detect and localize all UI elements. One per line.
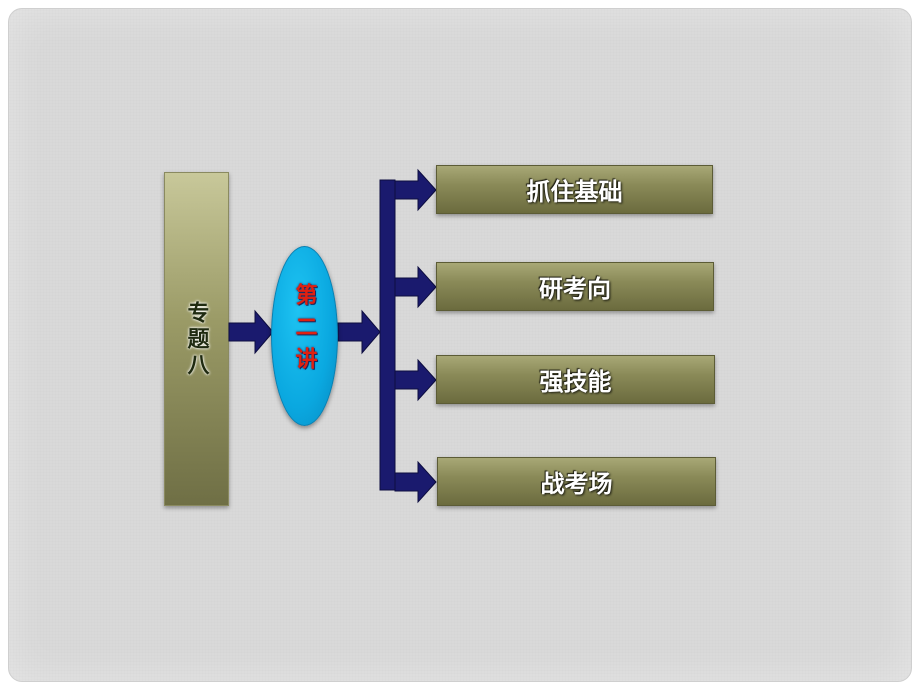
slide-frame <box>8 8 912 682</box>
branch-box-4[interactable]: 战考场 <box>437 457 716 506</box>
background-texture <box>9 9 911 681</box>
lecture-node: 第二讲 <box>271 246 338 426</box>
lecture-label: 第二讲 <box>272 283 337 390</box>
lecture-label-text: 第二讲 <box>291 283 318 379</box>
branch-label-4: 战考场 <box>540 469 613 498</box>
branch-box-2[interactable]: 研考向 <box>436 262 714 311</box>
branch-box-3[interactable]: 强技能 <box>436 355 715 404</box>
arrow-branch-1 <box>394 168 437 212</box>
branch-label-2: 研考向 <box>539 274 611 303</box>
topic-label-text: 专题八 <box>183 301 210 379</box>
arrow-branch-2 <box>394 265 437 309</box>
branch-box-1[interactable]: 抓住基础 <box>436 165 713 214</box>
arrow-branch-3 <box>394 358 437 402</box>
arrow-branch-4 <box>394 460 437 504</box>
arrow-node-to-bracket <box>337 309 381 355</box>
branch-label-3: 强技能 <box>539 367 612 396</box>
branch-label-1: 抓住基础 <box>526 177 623 206</box>
arrow-panel-to-node <box>228 309 274 355</box>
topic-label: 专题八 <box>165 301 228 387</box>
topic-panel: 专题八 <box>164 172 229 506</box>
bracket-bar <box>379 179 396 491</box>
